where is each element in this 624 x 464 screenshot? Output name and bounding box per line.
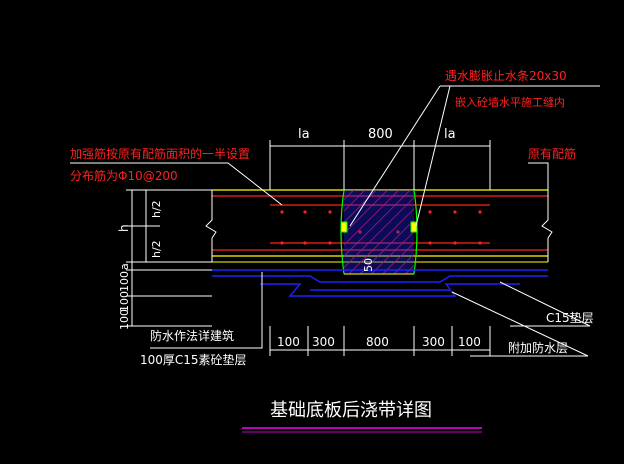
dim-top-la-right: la — [444, 127, 456, 142]
post-pour-zone — [340, 189, 418, 275]
dim-bottom-300-left: 300 — [312, 335, 335, 349]
dim-left-100-b: 100 — [118, 291, 131, 312]
bottom-dimension — [269, 326, 491, 356]
annotation-reinforce-line2: 分布筋为Φ10@200 — [70, 168, 178, 183]
concrete-layer — [212, 269, 548, 297]
dim-top-800: 800 — [368, 127, 393, 142]
dim-left-100-c: 100 — [118, 309, 131, 330]
break-marks — [205, 190, 553, 262]
dim-left-h2-lower: h/2 — [150, 240, 163, 258]
annotation-extra-waterproof: 附加防水层 — [508, 340, 568, 355]
annotation-waterproof-method: 防水作法详建筑 — [150, 328, 234, 343]
drawing-title: 基础底板后浇带详图 — [270, 400, 432, 421]
dim-left-a: a — [118, 263, 131, 270]
waterstop-markers — [340, 221, 418, 233]
annotation-reinforce-line1: 加强筋按原有配筋面积的一半设置 — [70, 146, 250, 161]
dim-bottom-100-right: 100 — [458, 335, 481, 349]
dim-bottom-300-right: 300 — [422, 335, 445, 349]
annotation-existing-rebar: 原有配筋 — [528, 146, 576, 161]
top-dimension — [269, 140, 491, 190]
annotation-c15-cushion: C15垫层 — [546, 310, 594, 325]
title-underline — [242, 427, 482, 433]
dim-left-h: h — [117, 224, 131, 232]
dim-left-100-a: 100 — [118, 271, 131, 292]
dim-left-h2-upper: h/2 — [150, 200, 163, 218]
leader-lines — [70, 85, 600, 357]
annotation-waterstop-line2: 嵌入砼墙水平施工缝内 — [455, 95, 565, 109]
dim-top-la-left: la — [298, 127, 310, 142]
annotation-cushion-100: 100厚C15素砼垫层 — [140, 352, 247, 367]
dim-inner-50: 50 — [362, 258, 375, 272]
dim-bottom-100-left: 100 — [277, 335, 300, 349]
dim-bottom-800: 800 — [366, 335, 389, 349]
annotation-waterstop-line1: 遇水膨胀止水条20x30 — [445, 69, 567, 83]
left-dimension — [126, 189, 212, 327]
